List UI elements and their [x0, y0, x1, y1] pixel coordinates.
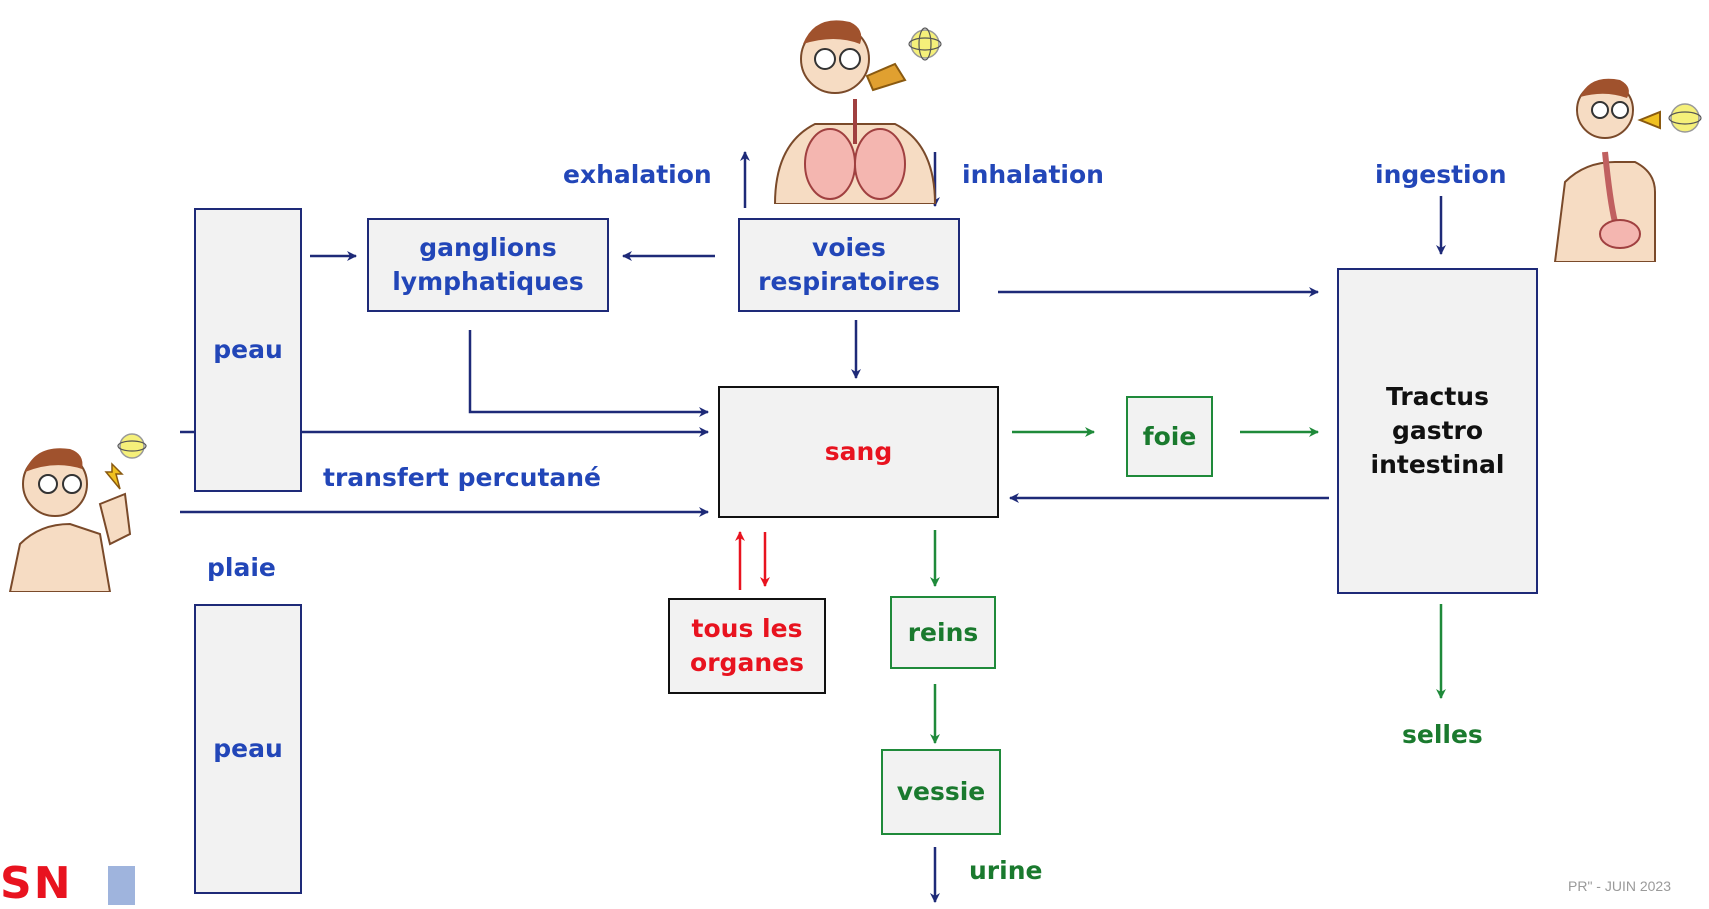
voies-label: voies respiratoires	[758, 233, 940, 296]
ingestion-label: ingestion	[1375, 160, 1507, 189]
sang-box: sang	[718, 386, 999, 518]
person-wound-illustration	[8, 433, 147, 592]
peau-top-box: peau	[194, 208, 302, 492]
transfert-percutane-label: transfert percutané	[323, 463, 602, 492]
vessie-label: vessie	[896, 777, 986, 806]
selles-label: selles	[1402, 720, 1483, 749]
reins-box: reins	[890, 596, 996, 669]
urine-label: urine	[969, 856, 1043, 885]
vessie-box: vessie	[881, 749, 1001, 835]
tous-les-organes-box: tous les organes	[668, 598, 826, 694]
person-inhaling-illustration	[773, 20, 942, 204]
inhalation-label: inhalation	[962, 160, 1104, 189]
logo: SN	[0, 858, 73, 909]
exhalation-label: exhalation	[563, 160, 712, 189]
tractus-box: Tractus gastro intestinal	[1337, 268, 1538, 594]
peau-top-label: peau	[213, 335, 283, 364]
sang-label: sang	[824, 437, 893, 466]
voies-respiratoires-box: voies respiratoires	[738, 218, 960, 312]
tous-les-organes-label: tous les organes	[690, 614, 804, 677]
footer-text: PR" - JUIN 2023	[1568, 878, 1672, 894]
reins-label: reins	[907, 617, 979, 647]
ganglions-label: ganglions lymphatiques	[392, 233, 584, 296]
tractus-label: Tractus gastro intestinal	[1370, 382, 1505, 479]
plaie-label: plaie	[207, 553, 276, 582]
peau-bottom-box: peau	[194, 604, 302, 894]
foie-box: foie	[1126, 396, 1213, 477]
person-ingesting-illustration	[1553, 78, 1702, 262]
peau-bottom-label: peau	[213, 734, 283, 763]
foie-label: foie	[1142, 421, 1197, 451]
logo-square	[108, 866, 135, 905]
ganglions-box: ganglions lymphatiques	[367, 218, 609, 312]
arrow-ganglions-sang	[468, 330, 709, 417]
